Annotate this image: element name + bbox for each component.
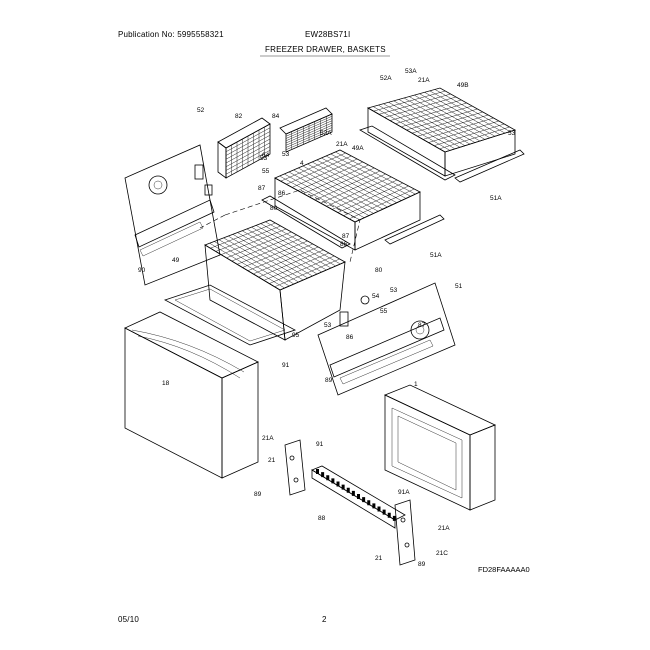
middle-slide-rail	[261, 195, 445, 249]
callout-box-right	[317, 282, 456, 396]
part-label: 21A	[336, 141, 348, 148]
part-label: 51A	[490, 195, 502, 202]
upper-slide-rail	[359, 125, 525, 183]
part-label: 86	[278, 190, 286, 197]
publication-number: Publication No: 5995558321	[118, 30, 224, 39]
tray-95	[163, 284, 297, 346]
part-label: 21	[375, 555, 383, 562]
part-label: 89	[418, 561, 426, 568]
part-label: 21A	[262, 435, 274, 442]
part-label: 91A	[398, 489, 410, 496]
model-number: EW28BS71I	[305, 30, 351, 39]
part-label: 86	[346, 334, 354, 341]
part-label: 55	[262, 168, 270, 175]
part-label: 53A	[405, 68, 417, 75]
part-label: 52A	[380, 75, 392, 82]
part-label: 91	[316, 441, 324, 448]
callout-box-left	[124, 144, 221, 286]
divider-84	[279, 107, 333, 153]
footer-page: 2	[322, 615, 327, 624]
part-label: 54	[372, 293, 380, 300]
part-label: 4	[300, 160, 304, 167]
part-label: 21C	[436, 550, 448, 557]
part-label: 52A	[320, 130, 332, 137]
part-label: 87	[258, 185, 266, 192]
divider-82	[217, 117, 271, 179]
bracket-right-91a	[394, 499, 416, 566]
part-label: 18	[162, 380, 170, 387]
section-title: FREEZER DRAWER, BASKETS	[265, 45, 386, 54]
figure-code: FD28FAAAAA0	[478, 565, 530, 574]
part-label: 49B	[457, 82, 469, 89]
part-label: 21A	[418, 77, 430, 84]
part-label: 53	[260, 155, 268, 162]
part-label: 21	[268, 457, 276, 464]
bracket-left-91	[284, 439, 306, 496]
part-label: 95	[292, 332, 300, 339]
part-label: 87	[418, 322, 426, 329]
part-label: 86	[340, 241, 348, 248]
part-label: 64	[262, 152, 270, 159]
part-label: 53	[324, 322, 332, 329]
middle-basket	[274, 149, 421, 251]
part-label: 53	[508, 130, 516, 137]
part-labels: 52 82 84 53A 52A 21A 49B 53 51A 53 52A 2…	[138, 68, 516, 568]
part-label: 87	[342, 233, 350, 240]
upper-basket	[366, 87, 517, 177]
footer-date: 05/10	[118, 615, 140, 624]
part-label: 80	[375, 267, 383, 274]
part-label: 49A	[352, 145, 364, 152]
part-label: 52	[197, 107, 205, 114]
part-label: 55	[380, 308, 388, 315]
part-label: 1	[414, 381, 418, 388]
drawer-front-18	[124, 311, 259, 479]
part-label: 89	[325, 377, 333, 384]
drawer-frame-90	[224, 189, 361, 263]
lower-basket	[204, 219, 346, 341]
part-label: 51	[455, 283, 463, 290]
part-label: 49	[172, 257, 180, 264]
part-label: 88	[318, 515, 326, 522]
part-label: 90	[138, 267, 146, 274]
slide-rail-88	[311, 465, 406, 529]
part-label: 53	[282, 151, 290, 158]
part-label: 80	[270, 205, 278, 212]
part-label: 51A	[430, 252, 442, 259]
door-panel-1	[383, 384, 497, 511]
part-label: 84	[272, 113, 280, 120]
part-label: 21A	[438, 525, 450, 532]
part-label: 89	[254, 491, 262, 498]
part-label: 53	[390, 287, 398, 294]
part-label: 82	[235, 113, 243, 120]
part-label: 91	[282, 362, 290, 369]
